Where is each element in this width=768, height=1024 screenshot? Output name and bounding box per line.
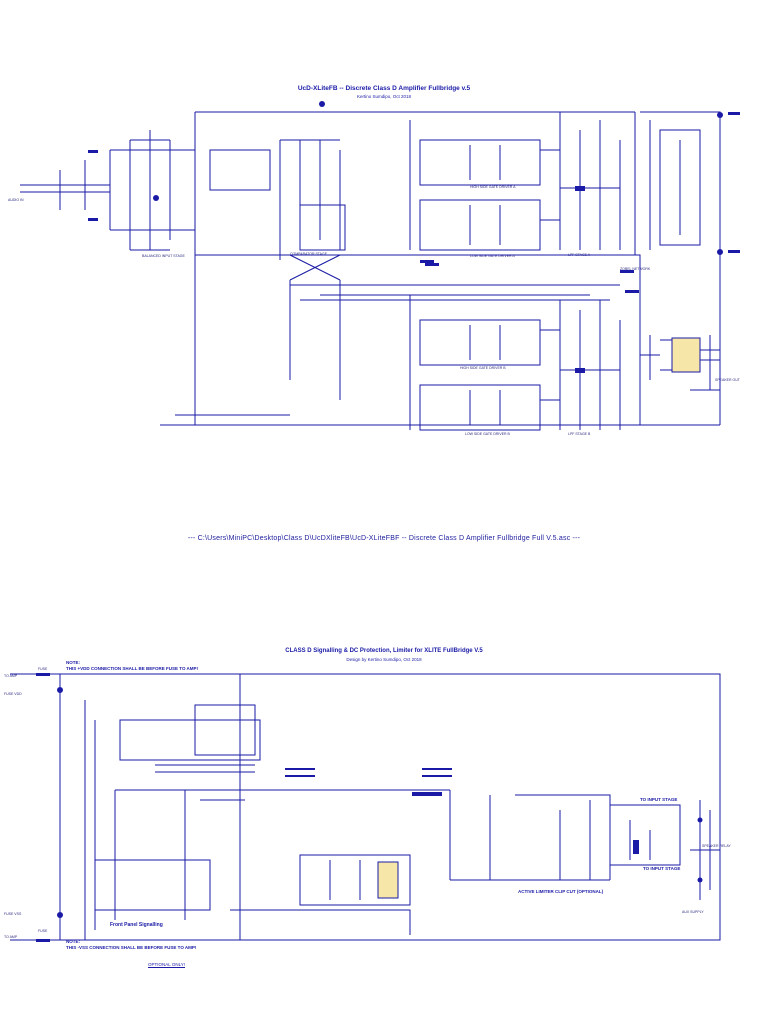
top-schematic-title: UcD-XLiteFB -- Discrete Class D Amplifie… bbox=[297, 85, 471, 92]
fuse-label-bottom: FUSE bbox=[38, 929, 48, 933]
label-speaker-out: SPEAKER OUT bbox=[715, 378, 740, 382]
bottom-schematic-credit: Design by Kertino Sumdipo, Oct 2018 bbox=[346, 657, 422, 662]
vdd-label: FUSE VDD bbox=[4, 692, 22, 696]
to-input-stage-2: TO INPUT STAGE bbox=[643, 866, 681, 871]
to-input-stage-1: TO INPUT STAGE bbox=[640, 797, 678, 802]
label-hs-driver-b: HIGH SIDE GATE DRIVER B bbox=[460, 366, 506, 370]
fuse-label-top: FUSE bbox=[38, 667, 48, 671]
note-bottom-text: THIS -VSS CONNECTION SHALL BE BEFORE FUS… bbox=[66, 945, 197, 950]
label-hs-driver-a: HIGH SIDE GATE DRIVER A bbox=[470, 185, 516, 189]
top-schematic-diagram bbox=[20, 101, 740, 431]
label-audio-in: AUDIO IN bbox=[8, 198, 24, 202]
note-bottom-heading: NOTE: bbox=[66, 939, 80, 944]
label-comparator: COMPARATOR STAGE bbox=[290, 252, 328, 256]
to-amp-top: TO AMP bbox=[4, 674, 18, 678]
label-zobel: ZOBEL NETWORK bbox=[620, 267, 651, 271]
active-limiter-label: ACTIVE LIMITER CLIP CUT (OPTIONAL) bbox=[518, 889, 604, 894]
label-ls-driver-a: LOW SIDE GATE DRIVER A bbox=[470, 254, 515, 258]
front-panel-label: Front Panel Signalling bbox=[110, 922, 163, 928]
to-amp-bottom: TO AMP bbox=[4, 935, 18, 939]
bottom-schematic-title: CLASS D Signalling & DC Protection, Limi… bbox=[285, 648, 483, 654]
optional-only-label: OPTIONAL ONLY! bbox=[148, 962, 186, 967]
note-top-text: THIS +VDD CONNECTION SHALL BE BEFORE FUS… bbox=[66, 666, 199, 671]
label-balanced-input: BALANCED INPUT STAGE bbox=[142, 254, 185, 258]
power-note: AUX SUPPLY bbox=[682, 910, 704, 914]
label-lpf-b: LPF STAGE B bbox=[568, 432, 591, 436]
note-top-heading: NOTE: bbox=[66, 660, 80, 665]
vss-label: FUSE VSS bbox=[4, 912, 22, 916]
label-ls-driver-b: LOW SIDE GATE DRIVER B bbox=[465, 432, 510, 436]
file-path-caption: --- C:\Users\MiniPC\Desktop\Class D\UcDX… bbox=[187, 535, 581, 542]
top-schematic-credit: Kertino Sumdipo, Oct 2018 bbox=[356, 94, 412, 99]
relay-note: SPEAKER RELAY bbox=[702, 844, 731, 848]
